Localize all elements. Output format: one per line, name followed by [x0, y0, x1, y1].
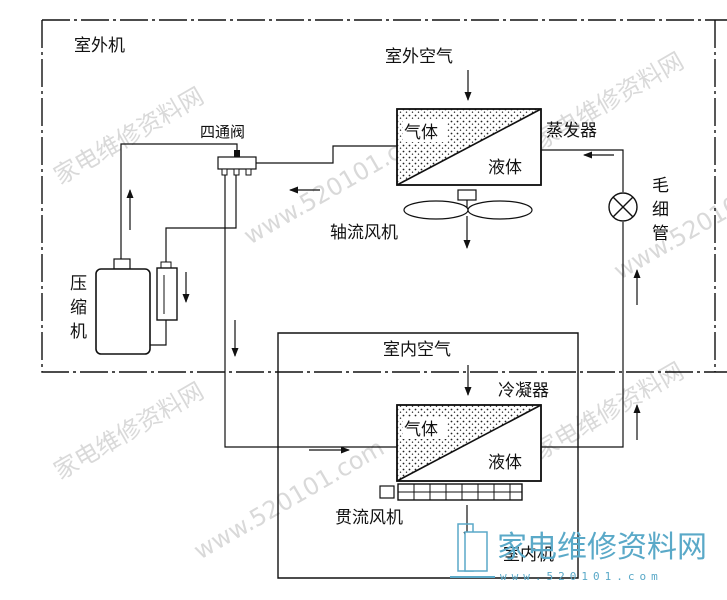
condenser-coil: 气体 液体 — [396, 404, 542, 482]
watermark-text: 家电维修资料网 — [529, 357, 688, 465]
capillary-label-1: 毛 — [652, 176, 669, 196]
outdoor-coil-gas-label: 气体 — [404, 123, 438, 143]
compressor — [95, 258, 151, 355]
indoor-coil-gas-label: 气体 — [404, 420, 438, 440]
axial-fan-label: 轴流风机 — [330, 223, 398, 243]
outdoor-unit-boundary — [41, 19, 727, 373]
site-logo: 家电维修资料网 www.520101.com — [450, 523, 707, 583]
evaporator-coil: 气体 液体 — [396, 108, 542, 186]
indoor-coil-liquid-label: 液体 — [488, 453, 522, 473]
compressor-label-1: 压 — [70, 274, 87, 294]
cross-flow-fan-label: 贯流风机 — [335, 508, 403, 528]
logo-url: www.520101.com — [500, 570, 663, 583]
indoor-unit-label: 室内机 — [503, 545, 554, 565]
outdoor-coil-liquid-label: 液体 — [488, 158, 522, 178]
indoor-unit-boundary — [277, 332, 579, 579]
accumulator — [156, 261, 178, 321]
compressor-label-3: 机 — [70, 322, 87, 342]
axial-fan — [403, 189, 533, 249]
capillary-label-2: 细 — [652, 200, 669, 220]
cross-flow-fan — [379, 483, 523, 501]
four-way-valve — [217, 150, 257, 176]
evaporator-label: 蒸发器 — [546, 121, 597, 141]
refrigerant-piping — [120, 143, 624, 448]
condenser-label: 冷凝器 — [498, 381, 549, 401]
capillary-symbol — [608, 192, 638, 222]
watermark-text: 家电维修资料网 — [49, 82, 208, 190]
compressor-label-2: 缩 — [70, 298, 87, 318]
watermark-url: www.520101.com — [189, 434, 389, 566]
outdoor-air-label: 室外空气 — [385, 47, 453, 67]
indoor-air-label: 室内空气 — [383, 340, 451, 360]
four-way-valve-label: 四通阀 — [200, 123, 245, 141]
capillary-label-3: 管 — [652, 224, 669, 244]
outdoor-unit-label: 室外机 — [74, 36, 125, 56]
watermark-text: 家电维修资料网 — [49, 377, 208, 485]
logo-text: 家电维修资料网 — [497, 530, 707, 565]
